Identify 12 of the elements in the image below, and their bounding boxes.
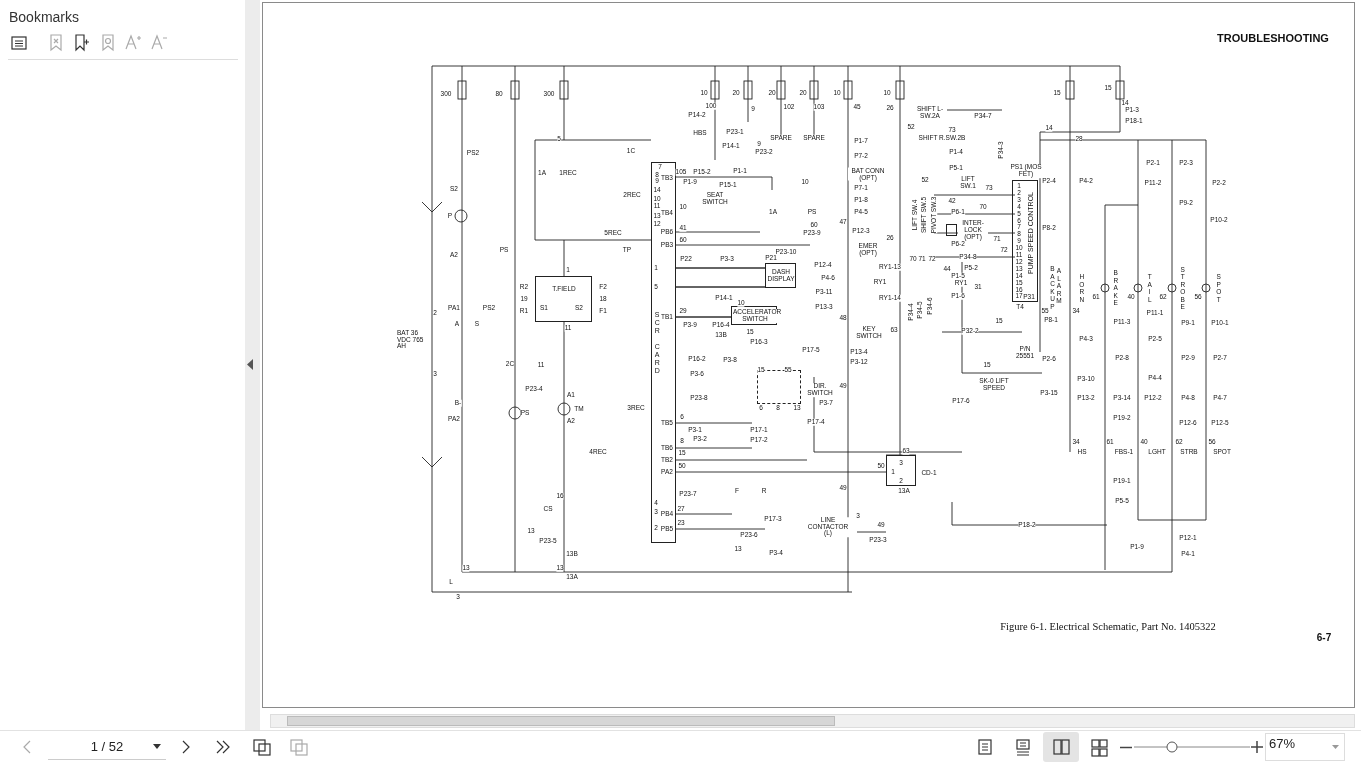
wire [675, 471, 887, 473]
wire [675, 316, 732, 318]
field-winding-box [535, 276, 592, 322]
page-number-text: 1 / 52 [90, 739, 124, 753]
wire [675, 286, 766, 288]
wire [675, 267, 766, 269]
page-number: 6-7 [1316, 633, 1332, 643]
panel-heading: Bookmarks [9, 10, 79, 24]
figure-caption: Figure 6-1. Electrical Schematic, Part No. 1405322 [1000, 621, 1216, 633]
display-box [765, 263, 796, 288]
zoom-level-text: 67% [1269, 736, 1295, 750]
page-heading: TROUBLESHOOTING [1217, 32, 1329, 44]
